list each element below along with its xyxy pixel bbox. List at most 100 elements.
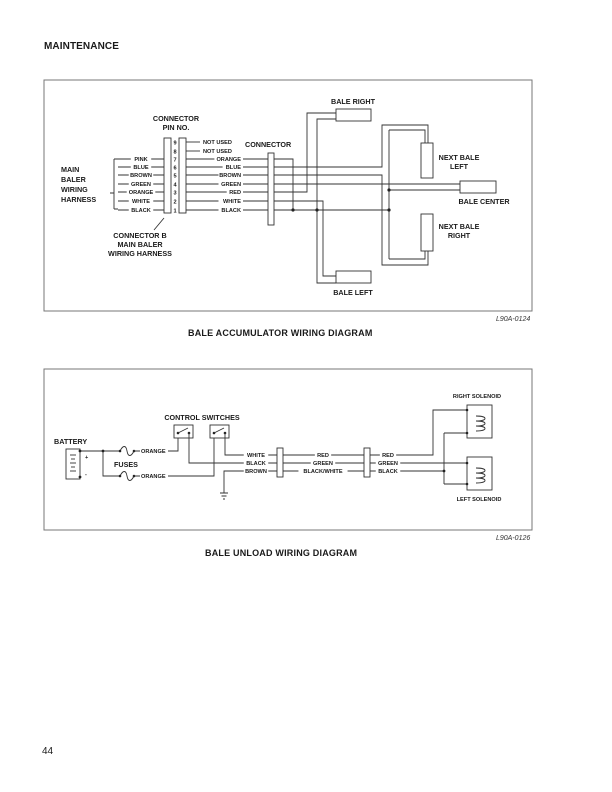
junction-dot: [101, 449, 105, 453]
wire-label: GREEN: [313, 461, 333, 467]
label-bg: [128, 181, 154, 187]
connector-b-leader: [153, 217, 165, 231]
fuse-wire-label-1: ORANGE: [141, 449, 166, 455]
wire-brown-next-bale-right: [274, 174, 429, 266]
junction-dot: [78, 449, 82, 453]
harness-label-1: MAIN: [61, 165, 79, 174]
wire-label: BLACK: [246, 461, 266, 467]
fuses-label: FUSES: [114, 460, 138, 469]
label-bg: [130, 164, 152, 170]
wire-orange-ground: [274, 158, 294, 210]
pin-right-label: ORANGE: [216, 157, 241, 163]
bale-left-sensor: [335, 270, 372, 284]
label-bg: [226, 189, 243, 195]
right-solenoid-coil: [465, 404, 493, 439]
caption-2: BALE UNLOAD WIRING DIAGRAM: [205, 548, 358, 558]
control-switches-label: CONTROL SWITCHES: [164, 413, 240, 422]
label-bg: [218, 198, 243, 204]
label-bg: [314, 452, 332, 458]
pin-right-label: NOT USED: [203, 140, 232, 146]
junction-dot: [387, 188, 391, 192]
left-solenoid-coil: [465, 456, 493, 491]
figure-id-1: L90A-0124: [496, 316, 531, 323]
harness-label-2: BALER: [61, 175, 87, 184]
pin-number: 4: [173, 182, 177, 188]
next-bale-right-label-1: NEXT BALE: [439, 222, 480, 231]
wire-white-bale-left: [274, 200, 336, 277]
label-bg: [128, 172, 154, 178]
label-bg: [310, 460, 336, 466]
pin-right-label: WHITE: [223, 199, 241, 205]
label-bg: [379, 452, 397, 458]
label-bg: [128, 207, 154, 213]
label-bg: [130, 156, 152, 162]
pin-left-label: BROWN: [130, 173, 152, 179]
junction-dot: [387, 208, 391, 212]
wire-black: [188, 433, 241, 464]
pin-number: 7: [173, 157, 176, 163]
pin-number: 2: [173, 199, 176, 205]
pin-left-label: BLUE: [133, 165, 148, 171]
label-bg: [298, 468, 348, 474]
next-bale-right-sensor: [420, 213, 434, 252]
segment3-wires: RED GREEN BLACK: [370, 452, 408, 475]
wire-black-common: [408, 432, 467, 485]
connector-b-label-2: MAIN BALER: [117, 240, 163, 249]
control-switch-1: [173, 424, 194, 439]
pin-number: 6: [173, 165, 176, 171]
battery-label: BATTERY: [54, 437, 87, 446]
pin-right-label: RED: [229, 190, 241, 196]
pin-number: 5: [173, 173, 176, 179]
wire-label: BLACK: [378, 469, 398, 475]
wire-label: GREEN: [378, 461, 398, 467]
battery-plus: +: [85, 455, 89, 461]
wire-black-next-bale-left: [389, 129, 426, 143]
label-bg: [218, 207, 243, 213]
bale-right-label: BALE RIGHT: [331, 97, 376, 106]
label-bg: [218, 172, 243, 178]
pin-left-label: GREEN: [131, 182, 151, 188]
label-bg: [243, 452, 269, 458]
pin-right-label: BROWN: [219, 173, 241, 179]
label-bg: [128, 198, 154, 204]
wire-orange-1: [134, 433, 179, 452]
caption-1: BALE ACCUMULATOR WIRING DIAGRAM: [188, 328, 373, 338]
junction-dot: [78, 475, 82, 479]
label-bg: [126, 189, 156, 195]
connector-label: CONNECTOR: [245, 140, 292, 149]
wire-label: BLACK/WHITE: [303, 469, 342, 475]
page-number: 44: [42, 746, 54, 757]
next-bale-right-label-2: RIGHT: [448, 231, 471, 240]
bale-right-sensor: [335, 108, 372, 122]
next-bale-left-label-1: NEXT BALE: [439, 153, 480, 162]
connector-2: [363, 447, 371, 478]
diagram2-frame: [43, 368, 533, 531]
pin-number: 3: [173, 190, 176, 196]
label-bg: [222, 164, 243, 170]
connector-b-label-1: CONNECTOR B: [113, 231, 166, 240]
next-bale-left-sensor: [420, 142, 434, 179]
label-bg: [243, 460, 269, 466]
junction-dot: [118, 449, 122, 453]
battery-icon: [65, 448, 81, 480]
harness-label-4: HARNESS: [61, 195, 96, 204]
wire-blue-next-bale-left: [274, 124, 429, 168]
wire-red-right-solenoid: [408, 409, 467, 456]
junction-dot: [291, 208, 295, 212]
junction-dot: [442, 469, 446, 473]
right-solenoid-label: RIGHT SOLENOID: [453, 394, 501, 400]
junction-dot: [118, 474, 122, 478]
label-bg: [214, 156, 243, 162]
bale-left-label: BALE LEFT: [333, 288, 373, 297]
control-switch-2: [209, 424, 230, 439]
label-bg: [375, 460, 401, 466]
wire-label: RED: [382, 453, 394, 459]
wire-label: BROWN: [245, 469, 267, 475]
wire-battery-positive: [80, 450, 120, 477]
bale-center-sensor: [459, 180, 497, 194]
pin-left-label: BLACK: [131, 208, 151, 214]
pin-left-label: ORANGE: [129, 190, 154, 196]
wire-red-bale-right: [274, 112, 336, 193]
